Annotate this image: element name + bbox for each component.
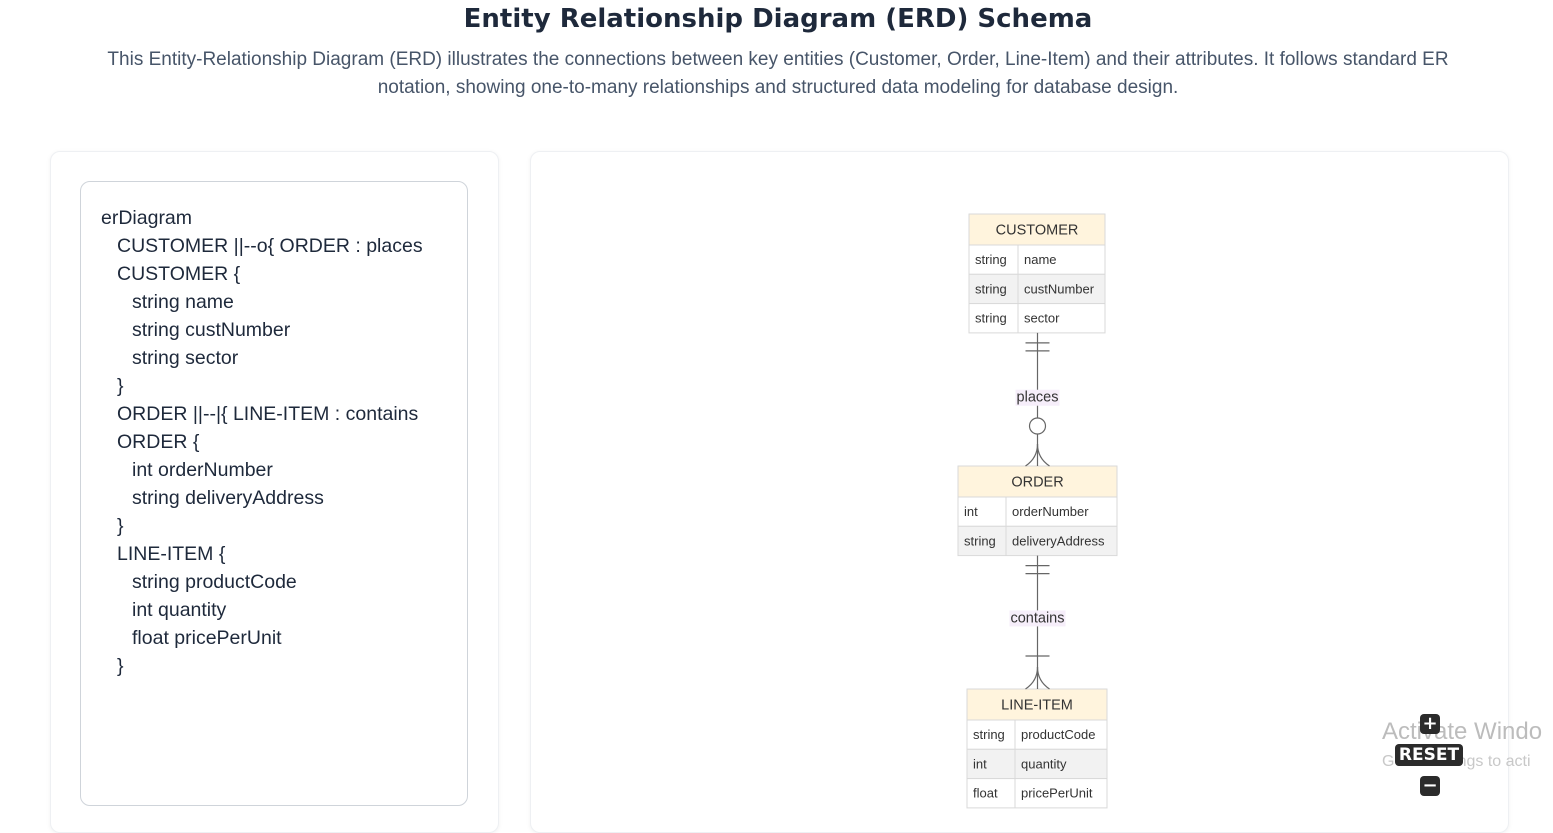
code-line: } (117, 515, 124, 537)
code-lines: erDiagram CUSTOMER ||--o{ ORDER : places… (101, 204, 423, 680)
code-line: int orderNumber (132, 459, 273, 481)
code-line: } (117, 375, 124, 397)
relationship-label: contains (1010, 610, 1064, 626)
attribute-row (957, 525, 1118, 557)
attribute-row (968, 244, 1106, 275)
attribute-row (968, 303, 1106, 334)
attribute-row (966, 748, 1108, 780)
attribute-name: orderNumber (1012, 504, 1089, 519)
code-line: string name (132, 291, 234, 313)
erd-diagram[interactable]: CUSTOMER string name string custNumber string… (531, 152, 1508, 832)
attribute-name: sector (1024, 311, 1060, 326)
attribute-name: custNumber (1024, 281, 1095, 296)
attribute-name: pricePerUnit (1021, 786, 1093, 801)
attribute-type: float (973, 786, 998, 801)
attribute-name: productCode (1021, 727, 1095, 742)
code-line: string deliveryAddress (132, 487, 324, 509)
code-line: string productCode (132, 571, 297, 593)
attribute-row (957, 496, 1118, 527)
attribute-type: string (964, 533, 996, 548)
crows-foot (1036, 666, 1050, 690)
code-line: string sector (132, 347, 239, 369)
attribute-name: deliveryAddress (1012, 533, 1105, 548)
mermaid-code-editor[interactable]: erDiagram CUSTOMER ||--o{ ORDER : places… (80, 181, 468, 806)
crows-foot (1036, 443, 1050, 467)
code-line: ORDER ||--|{ LINE-ITEM : contains (117, 403, 419, 425)
zoom-in-button[interactable]: + (1420, 714, 1440, 734)
attribute-type: string (973, 727, 1005, 742)
reset-button[interactable]: RESET (1395, 744, 1463, 766)
relationship-label-bg (1009, 610, 1066, 627)
attribute-row (966, 778, 1108, 809)
diagram-panel[interactable]: CUSTOMER string name string custNumber string… (530, 151, 1509, 833)
attribute-type: int (973, 756, 987, 771)
crows-foot (1025, 443, 1039, 467)
relationship-label-bg (1015, 389, 1060, 406)
entity-name: CUSTOMER (996, 222, 1079, 238)
attribute-name: name (1024, 252, 1057, 267)
code-line: int quantity (132, 599, 227, 621)
entity-header (966, 688, 1108, 721)
attribute-type: string (975, 281, 1007, 296)
code-line: erDiagram (101, 207, 193, 229)
code-line: ORDER { (117, 431, 200, 453)
code-line: } (117, 655, 124, 677)
crows-foot (1025, 666, 1039, 690)
attribute-name: quantity (1021, 756, 1067, 771)
attribute-row (968, 273, 1106, 305)
relationship-label: places (1017, 390, 1059, 406)
attribute-type: string (975, 311, 1007, 326)
entity-name: LINE-ITEM (1001, 697, 1073, 713)
entity-header (968, 213, 1106, 246)
code-line: LINE-ITEM { (117, 543, 226, 565)
attribute-type: string (975, 252, 1007, 267)
code-line: float pricePerUnit (132, 627, 282, 649)
attribute-row (966, 719, 1108, 750)
entity-name: ORDER (1011, 474, 1063, 490)
cardinality-circle (1028, 417, 1047, 435)
attribute-type: int (964, 504, 978, 519)
code-line: CUSTOMER { (117, 263, 241, 285)
subtitle-line-1: This Entity-Relationship Diagram (ERD) i… (107, 49, 1449, 70)
page-title: Entity Relationship Diagram (ERD) Schema (463, 4, 1093, 34)
page-subtitle: This Entity-Relationship Diagram (ERD) i… (70, 46, 1486, 102)
code-line: string custNumber (132, 319, 291, 341)
subtitle-line-2: notation, showing one-to-many relationsh… (377, 77, 1179, 98)
windows-activation-watermark: Activate Windo (1382, 718, 1543, 745)
code-line: CUSTOMER ||--o{ ORDER : places (117, 235, 423, 257)
zoom-out-button[interactable]: − (1420, 776, 1440, 796)
